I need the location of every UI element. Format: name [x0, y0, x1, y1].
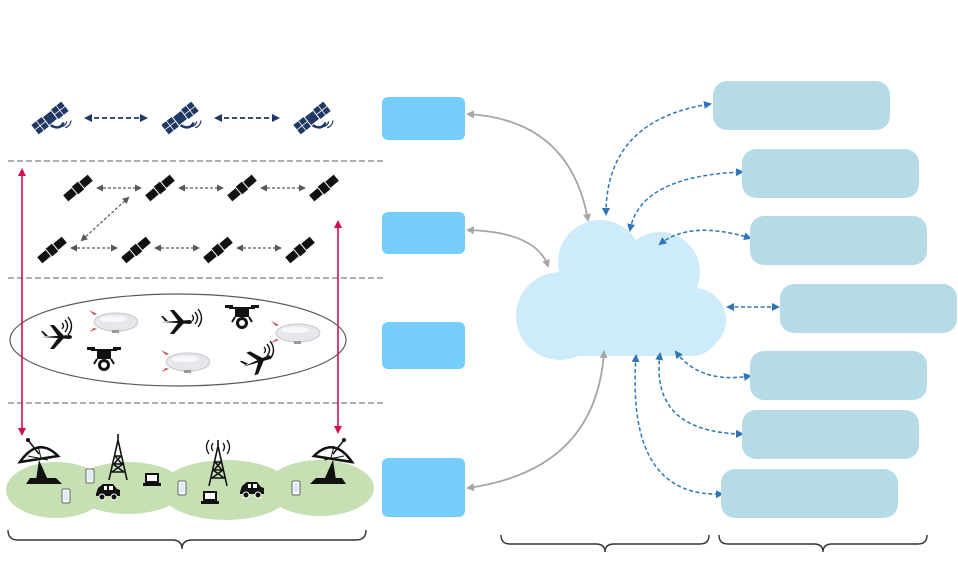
phone-icon [291, 480, 301, 496]
satellite-icon [31, 102, 76, 144]
service-box [750, 351, 927, 400]
satellite-icon [226, 173, 258, 203]
service-box [750, 216, 927, 265]
layer-box [382, 212, 465, 254]
blue-links [602, 100, 780, 499]
tower-signal-icon [205, 439, 231, 455]
airplane-icon [161, 310, 192, 334]
air-platform-ellipse [9, 293, 347, 387]
phone-icon [177, 480, 187, 496]
laptop-icon [201, 491, 219, 504]
airship-icon [270, 320, 321, 345]
service-boxes [713, 81, 957, 518]
leo-satellite-layer [36, 173, 340, 265]
satellite-icon [62, 173, 94, 203]
airship-icon [160, 349, 211, 374]
satellite-icon [161, 102, 206, 144]
middle-section-brace [500, 534, 710, 553]
vertical-red-links [18, 168, 342, 436]
right-section-brace [718, 534, 928, 553]
layer-dividers [8, 160, 386, 404]
phone-icon [85, 468, 95, 484]
satellite-icon [120, 235, 152, 265]
phone-icon [61, 488, 71, 504]
laptop-icon [143, 473, 161, 486]
wireless-waves-icon [191, 308, 203, 328]
service-box [780, 284, 957, 333]
left-section-brace [7, 529, 367, 550]
satellite-icon [293, 102, 338, 144]
layer-box [382, 322, 465, 369]
airship-icon [88, 309, 139, 334]
air-layer [9, 293, 347, 387]
drone-icon [224, 304, 260, 330]
satellite-icon [144, 173, 176, 203]
cloud-icon [516, 220, 726, 360]
satellite-icon [202, 235, 234, 265]
service-box [742, 149, 919, 198]
ground-layer [6, 433, 374, 520]
service-box [713, 81, 890, 130]
layer-box [382, 458, 465, 517]
satellite-icon [36, 235, 68, 265]
service-box [721, 469, 898, 518]
layer-boxes [382, 97, 465, 517]
service-box [742, 410, 919, 459]
satellite-icon [284, 235, 316, 265]
drone-icon [86, 346, 122, 372]
gray-links [466, 110, 608, 492]
layer-box [382, 97, 465, 140]
satellite-icon [308, 173, 340, 203]
wireless-waves-icon [61, 316, 73, 336]
geo-satellite-layer [31, 102, 338, 144]
